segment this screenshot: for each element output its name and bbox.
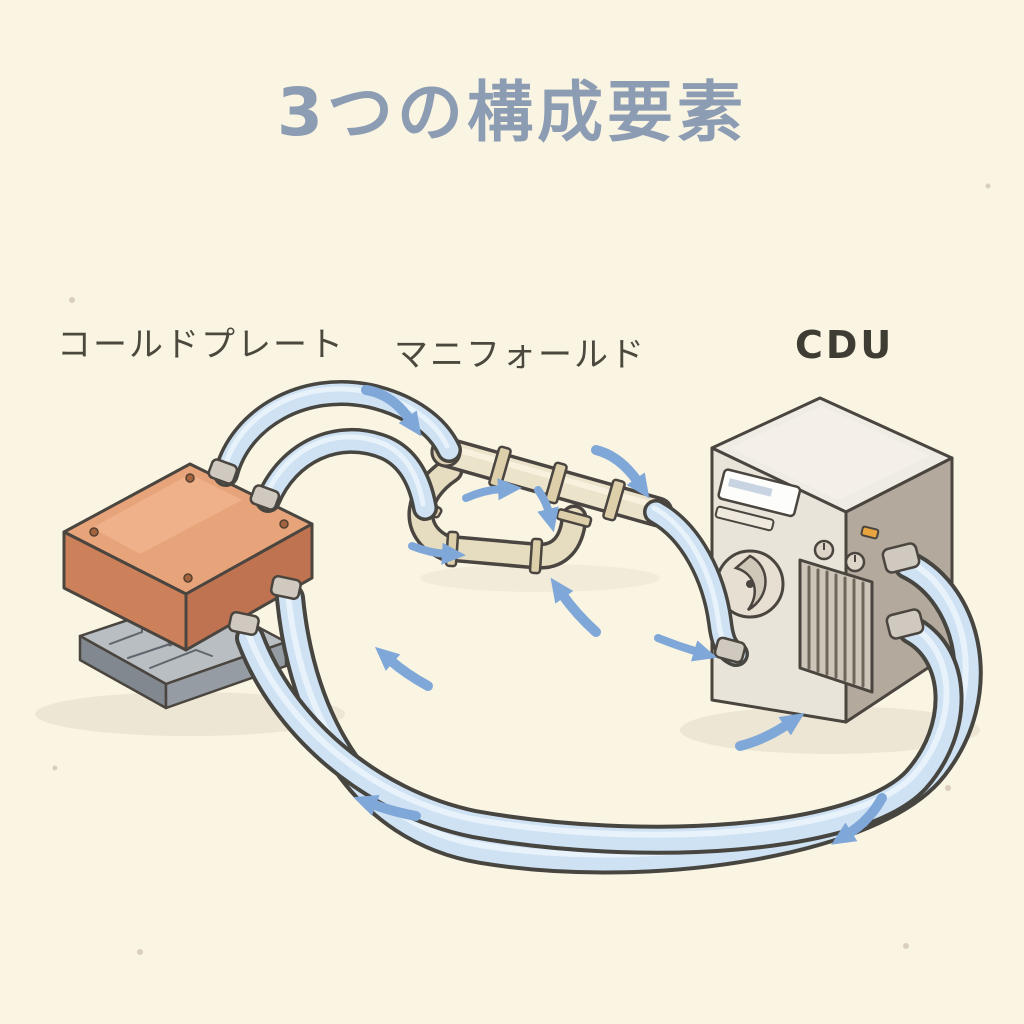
paper-specks (52, 183, 991, 955)
cold-plate-port-side-1 (269, 574, 302, 601)
flow-arrows (353, 385, 887, 845)
flow-arrow (462, 478, 522, 502)
cold-plate-port-top-1 (207, 458, 239, 485)
cdu (710, 396, 954, 724)
cdu-top-sheen (730, 406, 930, 500)
cdu-port-upper (881, 542, 921, 574)
cold-plate (62, 462, 314, 652)
manifold-label: マニフォールド (394, 335, 646, 375)
cdu-port-lower (885, 608, 925, 640)
flow-arrow (831, 793, 887, 845)
flow-arrow (534, 486, 559, 533)
cdu-grille (798, 558, 874, 694)
flow-arrow (374, 646, 433, 691)
flow-arrow (361, 385, 422, 437)
cold-plate-screws (89, 473, 289, 583)
cold-plate-label: コールドプレート (57, 325, 345, 365)
page-title: 3つの構成要素 (277, 74, 747, 151)
cdu-indicator-light (860, 525, 880, 540)
flow-arrow (550, 577, 601, 637)
cold-plate-port-top-2 (249, 484, 281, 511)
flow-arrow (654, 634, 718, 662)
port-stubs (207, 458, 925, 664)
cold-plate-side (184, 522, 314, 652)
flow-arrow (591, 445, 650, 499)
cold-plate-sheen (92, 474, 242, 554)
cdu-knobs (813, 539, 866, 573)
flow-arrow (408, 542, 466, 565)
cdu-display (714, 468, 802, 532)
cdu-pump-fan-icon (715, 549, 785, 619)
cdu-label: CDU (795, 323, 894, 367)
flow-arrow (353, 795, 421, 821)
flow-arrow (735, 712, 805, 751)
cold-plate-port-side-2 (227, 610, 260, 637)
